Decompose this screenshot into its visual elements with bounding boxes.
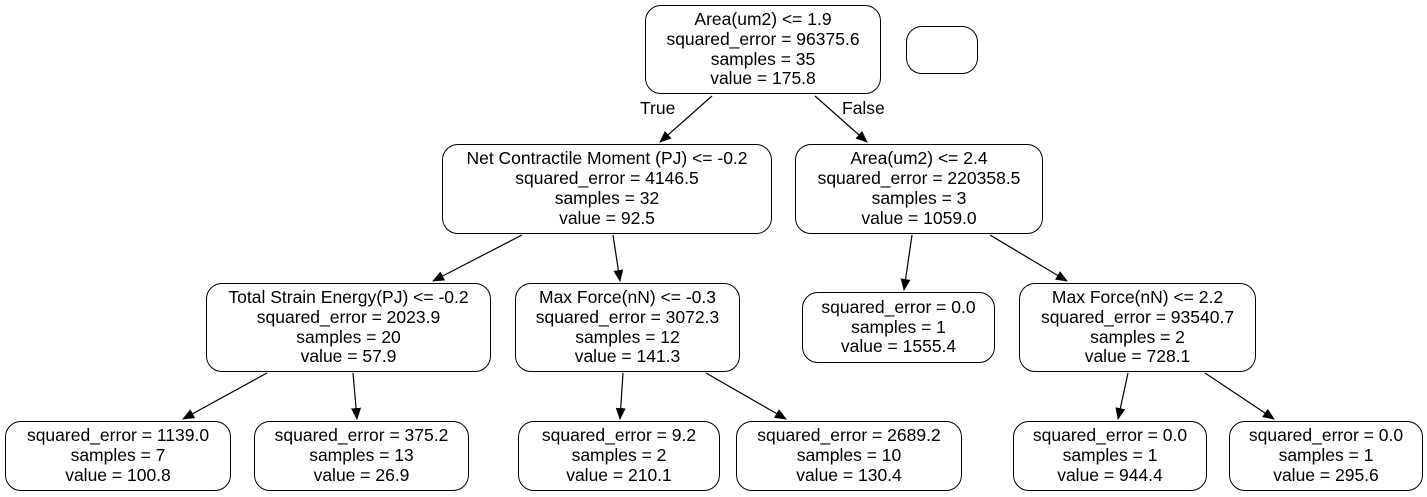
node-text-line: squared_error = 9.2 <box>541 425 697 446</box>
edge-arrow-n1-n2 <box>432 234 523 282</box>
edge-arrow-n0-n8 <box>814 95 868 143</box>
node-text-line: samples = 12 <box>575 326 680 347</box>
node-text-line: squared_error = 2689.2 <box>757 425 941 446</box>
node-text-line: squared_error = 0.0 <box>1248 425 1404 446</box>
node-text-line: value = 210.1 <box>566 464 672 485</box>
node-text-line: Area(um2) <= 2.4 <box>850 148 988 169</box>
node-text-line: value = 130.4 <box>796 464 902 485</box>
node-text-line: Max Force(nN) <= 2.2 <box>1051 286 1224 307</box>
edge-arrow-n10-n12 <box>1204 372 1275 420</box>
node-text-line: value = 728.1 <box>1084 346 1191 367</box>
node-text-line: samples = 7 <box>70 445 166 466</box>
node-text-line: Total Strain Energy(PJ) <= -0.2 <box>228 286 469 307</box>
edge-arrow-n0-n1 <box>659 95 713 143</box>
node-text-line: Max Force(nN) <= -0.3 <box>539 286 716 307</box>
node-text-line: value = 1555.4 <box>840 336 957 357</box>
node-text-line: squared_error = 0.0 <box>1032 425 1188 446</box>
node-text-line: squared_error = 4146.5 <box>515 168 699 189</box>
edge-label-true: True <box>640 98 676 118</box>
node-text-line: squared_error = 220358.5 <box>817 168 1021 189</box>
edge-arrow-n8-n9 <box>900 234 913 291</box>
node-text-line: samples = 1 <box>1278 445 1374 466</box>
node-text-line: samples = 3 <box>871 188 967 208</box>
edge-arrow-n10-n11 <box>1115 372 1129 420</box>
node-text-line: value = 26.9 <box>313 464 410 485</box>
node-text-line: value = 141.3 <box>574 346 681 367</box>
edge-arrow-n2-n3 <box>182 372 268 420</box>
node-text-line: value = 944.4 <box>1057 464 1163 485</box>
node-text-line: squared_error = 1139.0 <box>26 425 210 446</box>
node-text-line: value = 1059.0 <box>861 207 977 228</box>
node-text-line: value = 100.8 <box>65 464 171 485</box>
node-text-line: squared_error = 96375.6 <box>666 28 860 49</box>
node-text-line: samples = 32 <box>554 188 660 208</box>
node-text-line: samples = 35 <box>710 48 816 69</box>
node-text-line: value = 175.8 <box>710 68 816 89</box>
node-text-line: samples = 13 <box>309 445 414 466</box>
node-text-line: value = 92.5 <box>559 207 655 228</box>
node-text-line: value = 295.6 <box>1273 464 1379 485</box>
node-text-line: squared_error = 3072.3 <box>535 306 720 327</box>
node-text-line: squared_error = 2023.9 <box>256 306 441 327</box>
legend-box <box>906 26 978 74</box>
node-text-line: Net Contractile Moment (PJ) <= -0.2 <box>466 148 748 169</box>
edge-arrow-n5-n7 <box>705 372 787 420</box>
node-text-line: samples = 2 <box>571 445 667 466</box>
node-text-line: samples = 2 <box>1090 326 1185 347</box>
node-text-line: squared_error = 375.2 <box>274 425 449 446</box>
edge-arrow-n8-n10 <box>989 234 1068 282</box>
node-text-line: squared_error = 0.0 <box>821 296 976 317</box>
node-text-line: samples = 20 <box>296 326 401 347</box>
node-text-line: squared_error = 93540.7 <box>1040 306 1235 327</box>
edge-arrow-n1-n5 <box>612 234 624 282</box>
node-text-line: Area(um2) <= 1.9 <box>694 8 832 29</box>
node-text-line: samples = 1 <box>1062 445 1158 466</box>
edge-label-false: False <box>842 98 885 118</box>
edge-arrow-n2-n4 <box>351 372 362 420</box>
node-text-line: value = 57.9 <box>300 346 397 367</box>
node-text-line: samples = 10 <box>796 445 902 466</box>
node-text-line: samples = 1 <box>851 316 946 337</box>
edge-arrow-n5-n6 <box>615 372 626 420</box>
